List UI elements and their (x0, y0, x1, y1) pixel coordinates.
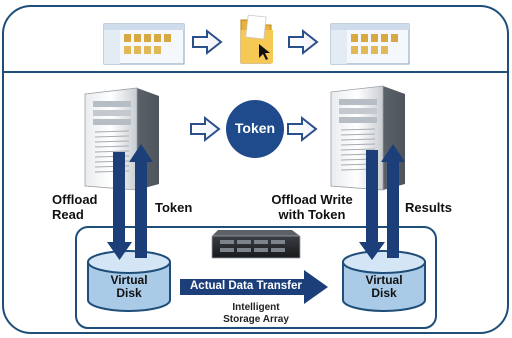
offload-read-arrow (107, 152, 132, 260)
rack-storage-array-icon (211, 230, 301, 259)
disk-left-line1: Virtual (110, 273, 148, 287)
offload-write-line1: Offload Write (271, 192, 353, 207)
token-label: Token (155, 200, 193, 215)
results-arrow (381, 144, 405, 258)
flow-arrow-icon (288, 28, 319, 56)
offload-write-label: Offload Write with Token (262, 192, 362, 222)
storage-array-box (75, 226, 437, 329)
offload-read-label: Offload Read (52, 192, 98, 222)
actual-data-transfer-label: Actual Data Transfer (190, 280, 302, 292)
array-line1: Intelligent (232, 302, 280, 313)
flow-arrow-icon (192, 28, 223, 56)
array-line2: Storage Array (223, 314, 289, 325)
token-return-arrow (129, 144, 153, 258)
offload-write-line2: with Token (278, 207, 346, 222)
disk-left-line2: Disk (116, 286, 142, 300)
virtual-disk-right (342, 250, 426, 312)
token-bubble (226, 100, 284, 158)
folder-icon (240, 14, 273, 64)
virtual-disk-right-label: Virtual Disk (344, 274, 424, 300)
explorer-window-icon (103, 23, 185, 65)
virtual-disk-left (87, 250, 171, 312)
outer-frame (2, 5, 509, 334)
data-transfer-arrow (180, 270, 328, 304)
storage-array-label: Intelligent Storage Array (206, 302, 306, 326)
offload-write-arrow (359, 150, 385, 260)
disk-right-line1: Virtual (365, 273, 403, 287)
virtual-disk-left-label: Virtual Disk (89, 274, 169, 300)
disk-right-line2: Disk (371, 286, 397, 300)
results-label: Results (405, 200, 452, 215)
offload-read-line2: Read (52, 207, 84, 222)
flow-arrow-icon (190, 115, 221, 143)
flow-arrow-icon (287, 115, 318, 143)
explorer-window-icon (330, 23, 410, 65)
offload-read-line1: Offload (52, 192, 98, 207)
token-bubble-label: Token (234, 120, 276, 136)
